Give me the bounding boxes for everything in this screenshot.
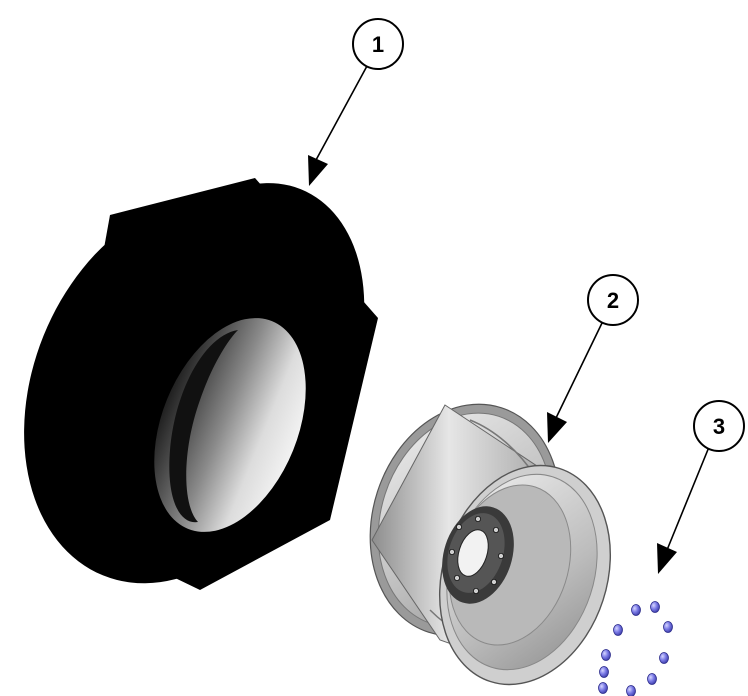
tire-inner-bore [154, 318, 306, 532]
leader-line [555, 322, 603, 419]
bolt-hole [490, 579, 497, 586]
leader-line [315, 65, 368, 161]
lug-nut [599, 666, 609, 678]
wheel-rim [369, 403, 612, 686]
arrowhead-icon [547, 412, 567, 443]
tire [24, 178, 378, 590]
callout-balloon [587, 274, 639, 326]
lug-nut [601, 649, 611, 661]
tire-inner-shadow [169, 330, 238, 523]
leader-line [666, 446, 710, 551]
bolt-hole [472, 588, 479, 595]
rim-center-bore [457, 529, 489, 577]
callout-1: 1 [308, 18, 404, 186]
callout-3: 3 [657, 400, 745, 574]
bolt-hole [492, 527, 499, 534]
bolt-hole [497, 553, 504, 560]
arrowhead-icon [308, 155, 328, 186]
callout-balloon [352, 18, 404, 70]
callout-balloon [693, 400, 745, 452]
bolt-hole [455, 524, 462, 531]
lug-nut [626, 685, 636, 696]
callout-2: 2 [547, 274, 639, 443]
lug-nut [647, 673, 657, 685]
bolt-hole [453, 575, 460, 582]
bolt-hole [474, 516, 481, 523]
lug-nuts [598, 601, 673, 696]
arrowhead-icon [657, 543, 677, 574]
lug-nut [613, 624, 623, 636]
callout-number: 3 [713, 414, 725, 439]
lug-nut [631, 604, 641, 616]
callout-number: 1 [372, 32, 384, 57]
bolt-hole [448, 549, 455, 556]
lug-nut [659, 652, 669, 664]
rim-bolt-holes [448, 516, 504, 595]
lug-nut [663, 621, 673, 633]
callout-number: 2 [607, 288, 619, 313]
lug-nut [598, 682, 608, 694]
lug-nut [650, 601, 660, 613]
